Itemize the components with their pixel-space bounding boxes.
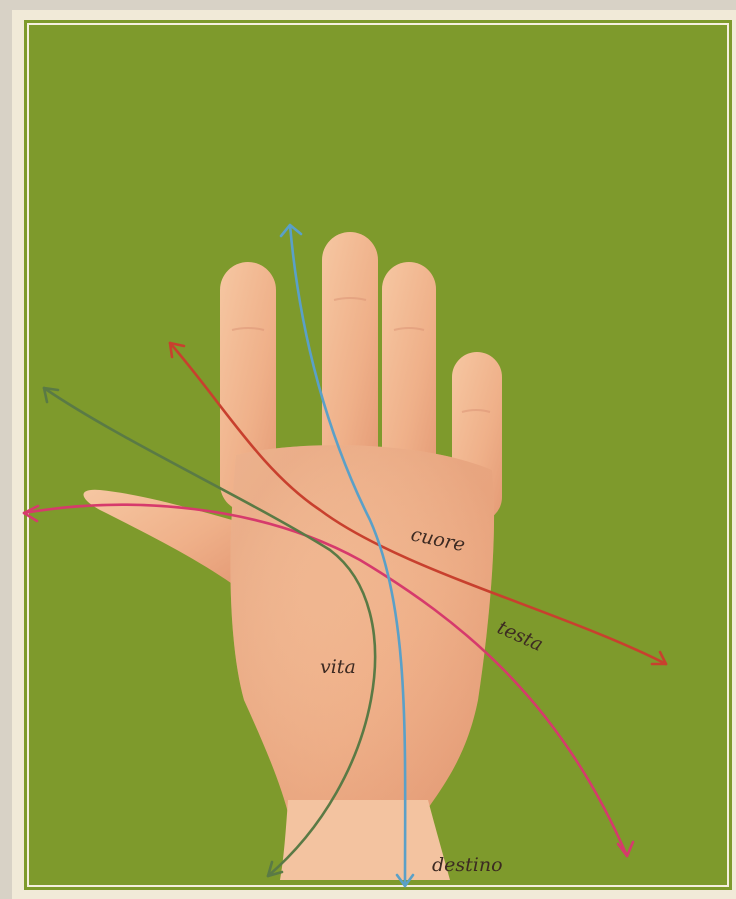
label-destino: destino (432, 854, 503, 876)
wrist (280, 800, 450, 880)
middle-finger (322, 232, 378, 482)
label-vita: vita (320, 656, 356, 678)
